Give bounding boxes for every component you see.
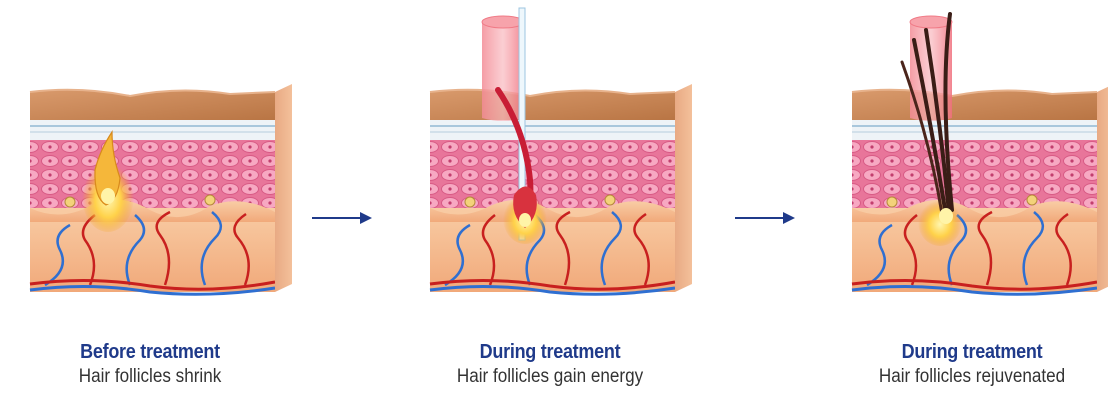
- arrow-right-icon: [735, 210, 797, 226]
- stage-subtitle: Hair follicles rejuvenated: [837, 365, 1107, 389]
- skin-cross-section-during: [400, 0, 700, 340]
- stage-before: Before treatment Hair follicles shrink: [0, 0, 300, 397]
- stage-subtitle: Hair follicles shrink: [15, 365, 285, 389]
- arrow-right-icon: [312, 210, 374, 226]
- skin-cross-section-rejuvenated: [822, 0, 1108, 340]
- skin-cross-section-before: [0, 0, 300, 340]
- stage-subtitle: Hair follicles gain energy: [415, 365, 685, 389]
- stage-title: During treatment: [837, 340, 1107, 364]
- stage-title: Before treatment: [15, 340, 285, 364]
- stage-during-energy: During treatment Hair follicles gain ene…: [400, 0, 700, 397]
- stage-title: During treatment: [415, 340, 685, 364]
- stage-during-rejuvenated: During treatment Hair follicles rejuvena…: [822, 0, 1108, 397]
